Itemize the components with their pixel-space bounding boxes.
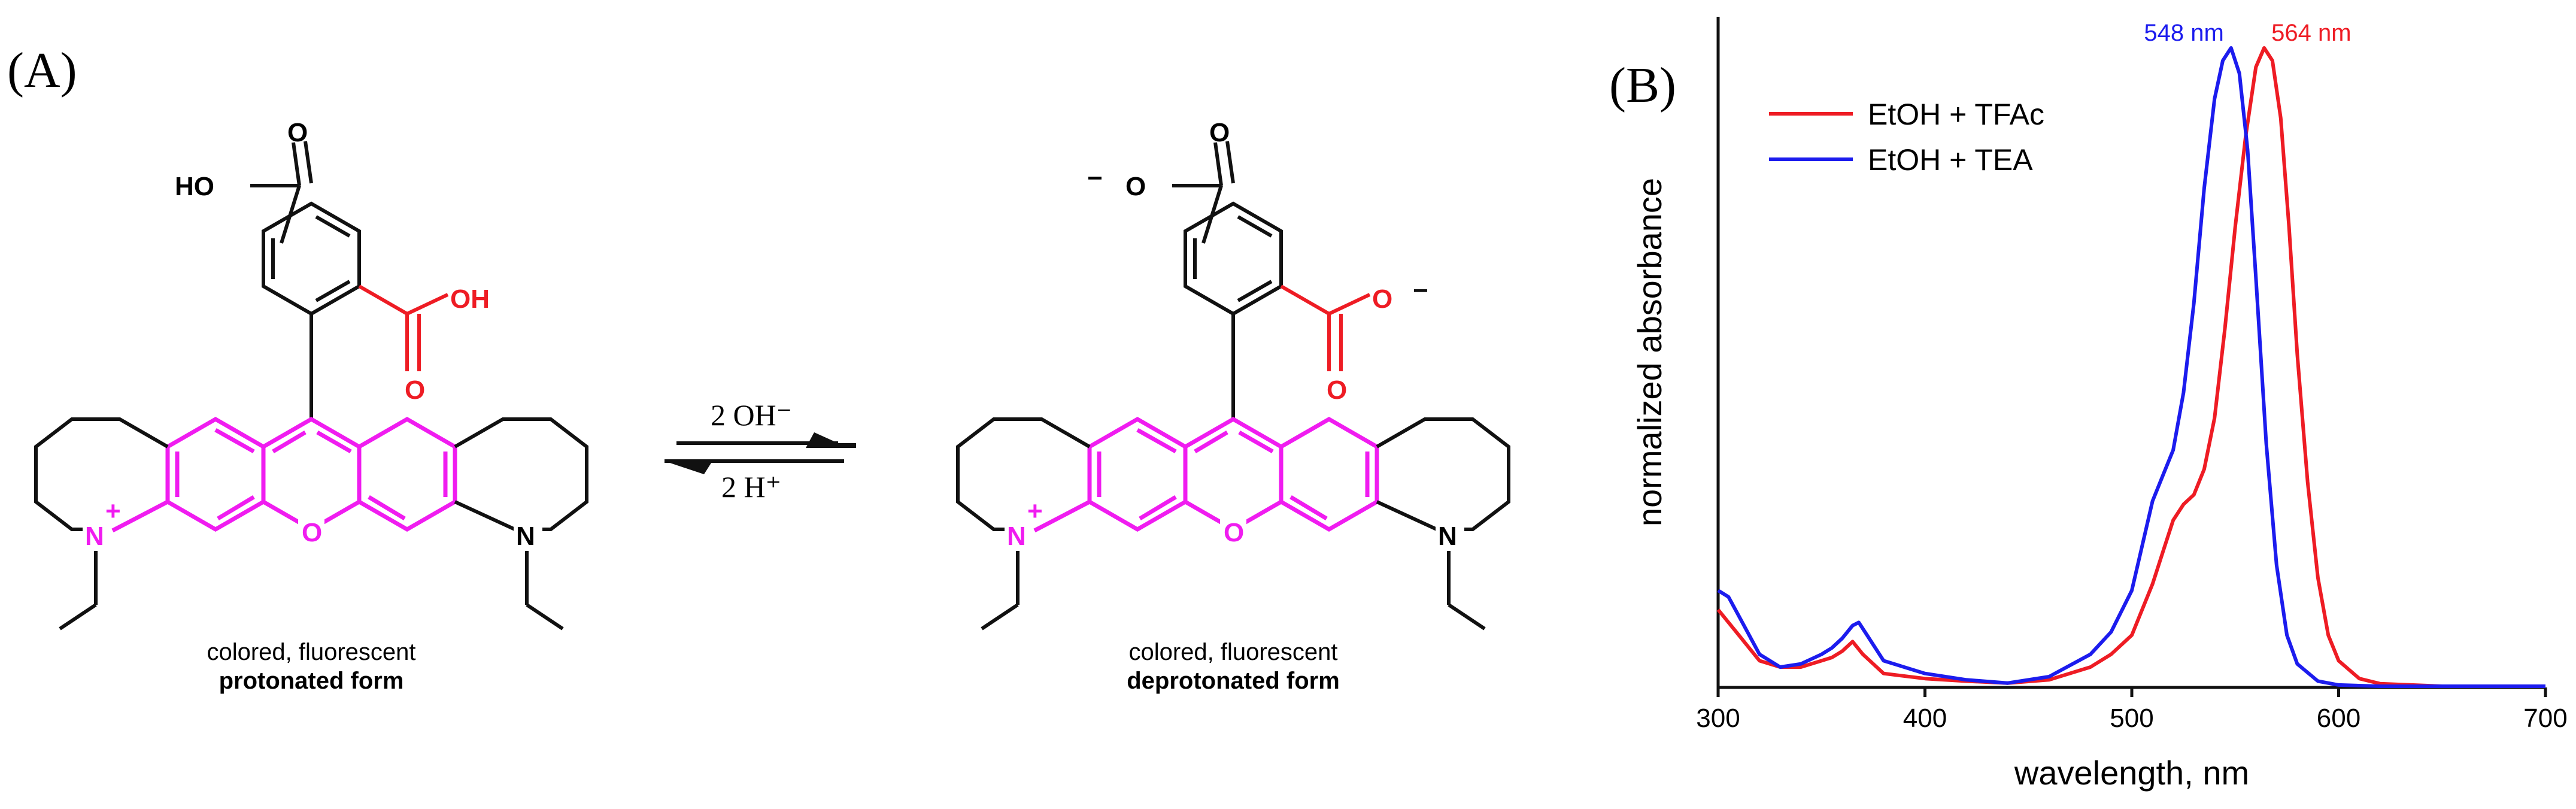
minus-charge-top: − [1087, 163, 1103, 193]
carboxylate-oxygen-top: O [1209, 118, 1230, 147]
carboxylate-oxygen-single: O [1125, 172, 1146, 201]
xanthene-oxygen-left: O [302, 518, 322, 547]
x-tick-label: 600 [2317, 704, 2360, 733]
carboxylate-oxygen-red: O [1372, 284, 1392, 314]
caption-left-line2: protonated form [219, 668, 404, 694]
xanthene-oxygen-right: O [1224, 518, 1244, 547]
legend-label: EtOH + TEA [1868, 143, 2033, 177]
peak-label: 548 nm [2144, 20, 2223, 46]
equilibrium-top-label: 2 OH⁻ [711, 398, 792, 432]
equilibrium-bottom-label: 2 H⁺ [721, 470, 781, 504]
acid-hydroxyl-red-left: OH [450, 284, 490, 314]
series-layer [1716, 46, 2545, 688]
carboxylate-oxygen-red-double: O [1327, 375, 1347, 405]
caption-left-line1: colored, fluorescent [207, 639, 415, 665]
plus-charge-right: + [1027, 496, 1043, 526]
panel-b-label: (B) [1609, 57, 1676, 113]
x-axis-label: wavelength, nm [2014, 754, 2249, 792]
y-axis-label: normalized absorbance [1631, 178, 1668, 526]
absorbance-chart: 300 400 500 600 700 548 nm 564 nm EtOH + TFAc… [1631, 17, 2568, 792]
series-line-etoh-tfac [1716, 46, 2545, 688]
x-ticks: 300 400 500 600 700 [1696, 687, 2568, 733]
nitrogen-cation-left: N [85, 522, 104, 551]
x-tick-label: 300 [1696, 704, 1740, 733]
deprotonated-molecule: O O − O − O [956, 118, 1510, 694]
acid-hydroxyl-left: HO [175, 172, 214, 201]
legend-label: EtOH + TFAc [1868, 98, 2044, 131]
acid-oxygen-red-left: O [405, 375, 425, 405]
acid-oxygen-left: O [287, 118, 308, 147]
x-tick-label: 700 [2523, 704, 2567, 733]
x-tick-label: 400 [1903, 704, 1947, 733]
nitrogen-right-right: N [1438, 522, 1457, 551]
x-tick-label: 500 [2110, 704, 2153, 733]
caption-right-line2: deprotonated form [1127, 668, 1340, 694]
series-line-etoh-tea [1717, 46, 2545, 688]
nitrogen-right-left: N [516, 522, 535, 551]
peak-labels: 548 nm 564 nm [2144, 20, 2351, 46]
protonated-molecule: O HO OH O [34, 118, 588, 694]
panel-a-label: (A) [7, 43, 77, 98]
nitrogen-cation-right: N [1007, 522, 1026, 551]
plus-charge-left: + [105, 496, 121, 526]
caption-right-line1: colored, fluorescent [1128, 639, 1337, 665]
equilibrium-arrows: 2 OH⁻ 2 H⁺ [665, 398, 856, 504]
peak-label: 564 nm [2271, 20, 2351, 46]
minus-charge-red: − [1413, 276, 1428, 305]
